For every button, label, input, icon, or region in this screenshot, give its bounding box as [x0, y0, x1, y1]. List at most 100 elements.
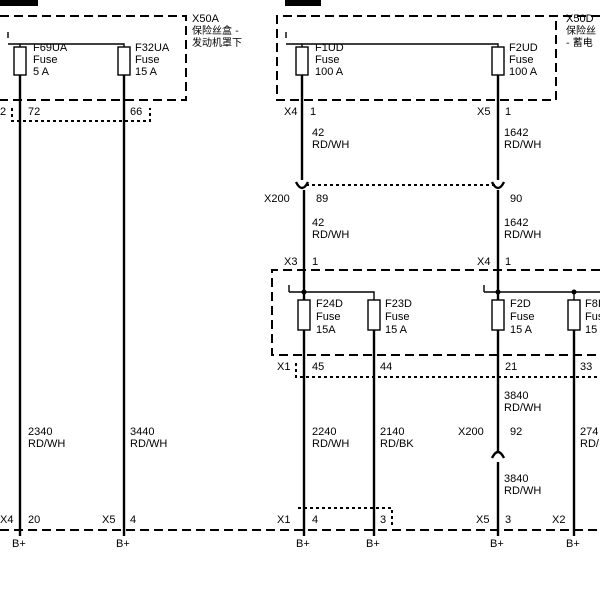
wire-color: RD/WH — [28, 438, 65, 450]
fuse-type: Fuse — [33, 54, 57, 66]
pin-number: 44 — [380, 361, 392, 373]
pin-number: 45 — [312, 361, 324, 373]
pin-number: 33 — [580, 361, 592, 373]
pin-number: 1 — [505, 256, 511, 268]
fuse-f8d-symbol — [567, 299, 581, 331]
x50a-name-line1: 保险丝盒 - — [192, 24, 239, 37]
fuse-f1ud-label: F1UD Fuse 100 A — [315, 42, 344, 78]
pin-number: 92 — [510, 426, 522, 438]
terminal-stubs — [18, 530, 576, 536]
wire-color: RD/WH — [312, 139, 349, 151]
connector-id: X2 — [552, 514, 565, 526]
fuse-f32ua-label: F32UA Fuse 15 A — [135, 42, 170, 78]
wire-number: 3840 — [504, 473, 528, 485]
junction-dot — [571, 289, 577, 295]
wire-color: RD/BK — [380, 438, 414, 450]
wire-color: RD/WH — [312, 229, 349, 241]
wire-color: RD/WH — [504, 139, 541, 151]
pin-number: 1 — [312, 256, 318, 268]
fuse-f32ua-symbol — [117, 46, 131, 76]
connector-id: X200 — [264, 193, 290, 205]
pin-number: 72 — [28, 106, 40, 118]
wire-number: 1642 — [504, 217, 528, 229]
wire-number: 2340 — [28, 426, 52, 438]
connector-x1-bottom — [298, 507, 393, 528]
connector-id: X4 — [0, 514, 13, 526]
x50d-id: X50D — [566, 13, 594, 25]
x50a-id: X50A — [192, 13, 220, 25]
wire-color: RD/ — [580, 438, 600, 450]
pin-number: 4 — [130, 514, 136, 526]
connector-x1-mid — [295, 363, 600, 378]
connector-x50a-bottom — [11, 108, 151, 122]
fuse-type: Fuse — [385, 311, 409, 323]
page-header-tab-left — [0, 0, 38, 6]
fuse-f23d-label: F23D Fuse 15 A — [385, 298, 412, 336]
fuse-rating: 15 A — [510, 324, 533, 336]
x50d-name-line2: - 蓄电 — [566, 36, 593, 49]
pin-number: 1 — [310, 106, 316, 118]
fuse-f23d-symbol — [367, 299, 381, 331]
fuse-f2ud-symbol — [491, 46, 505, 76]
fuse-box-lower — [271, 269, 600, 356]
connector-id: X5 — [476, 514, 489, 526]
fuse-f8d-label: F8I Fuse 15 — [585, 298, 600, 336]
battery-terminals: B+ B+ B+ B+ B+ B+ — [12, 538, 580, 550]
fuse-f1ud-symbol — [295, 46, 309, 76]
wire-color: RD/WH — [312, 438, 349, 450]
fuse-f69ua-label: F69UA Fuse 5 A — [33, 42, 68, 78]
fuse-name: F2UD — [509, 42, 538, 54]
wire-number: 1642 — [504, 127, 528, 139]
page-header-tab-right — [285, 0, 321, 6]
fuse-type: Fuse — [510, 311, 534, 323]
fuse-name: F1UD — [315, 42, 344, 54]
wire-number: 42 — [312, 127, 324, 139]
x200-connector-89 — [294, 181, 310, 190]
bus-bar-lower-right — [483, 285, 600, 300]
fuse-rating: 100 A — [315, 66, 344, 78]
fuse-type: Fuse — [135, 54, 159, 66]
terminal-b-plus: B+ — [296, 538, 310, 550]
wire-color: RD/WH — [504, 402, 541, 414]
wire-number: 2140 — [380, 426, 404, 438]
pin-number: 4 — [312, 514, 318, 526]
pin-number: 21 — [505, 361, 517, 373]
connector-id: X4 — [284, 106, 297, 118]
wire-number: 3440 — [130, 426, 154, 438]
connector-id: X1 — [277, 361, 290, 373]
fuse-rating: 5 A — [33, 66, 50, 78]
fuse-type: Fuse — [316, 311, 340, 323]
pin-number: 89 — [316, 193, 328, 205]
wire-color: RD/WH — [504, 229, 541, 241]
fuse-rating: 15 — [585, 324, 597, 336]
wire-color: RD/WH — [504, 485, 541, 497]
x200-connector-92 — [490, 450, 506, 459]
fuse-name: F2D — [510, 298, 531, 310]
fuse-name: F24D — [316, 298, 343, 310]
fuse-rating: 15A — [316, 324, 336, 336]
fuse-type: Fuse — [509, 54, 533, 66]
terminal-b-plus: B+ — [12, 538, 26, 550]
fuse-rating: 15 A — [385, 324, 408, 336]
terminal-b-plus: B+ — [490, 538, 504, 550]
connector-id: X3 — [284, 256, 297, 268]
fuse-f24d-symbol — [297, 299, 311, 331]
connector-id: X5 — [477, 106, 490, 118]
connector-id: X1 — [277, 514, 290, 526]
fuse-type: Fuse — [315, 54, 339, 66]
fuse-type: Fuse — [585, 311, 600, 323]
wire-number: 42 — [312, 217, 324, 229]
wire-labels: 42 RD/WH 1642 RD/WH 42 RD/WH 1642 RD/WH … — [28, 127, 600, 497]
wire-number: 274 — [580, 426, 598, 438]
wire-number: 2240 — [312, 426, 336, 438]
terminal-b-plus: B+ — [566, 538, 580, 550]
terminal-b-plus: B+ — [116, 538, 130, 550]
x50a-name-line2: 发动机罩下 — [192, 36, 242, 49]
x50d-name-line1: 保险丝 — [566, 24, 596, 37]
connector-id: X4 — [477, 256, 490, 268]
fuse-rating: 100 A — [509, 66, 538, 78]
wire-color: RD/WH — [130, 438, 167, 450]
fuse-name: F32UA — [135, 42, 170, 54]
wire-number: 3840 — [504, 390, 528, 402]
